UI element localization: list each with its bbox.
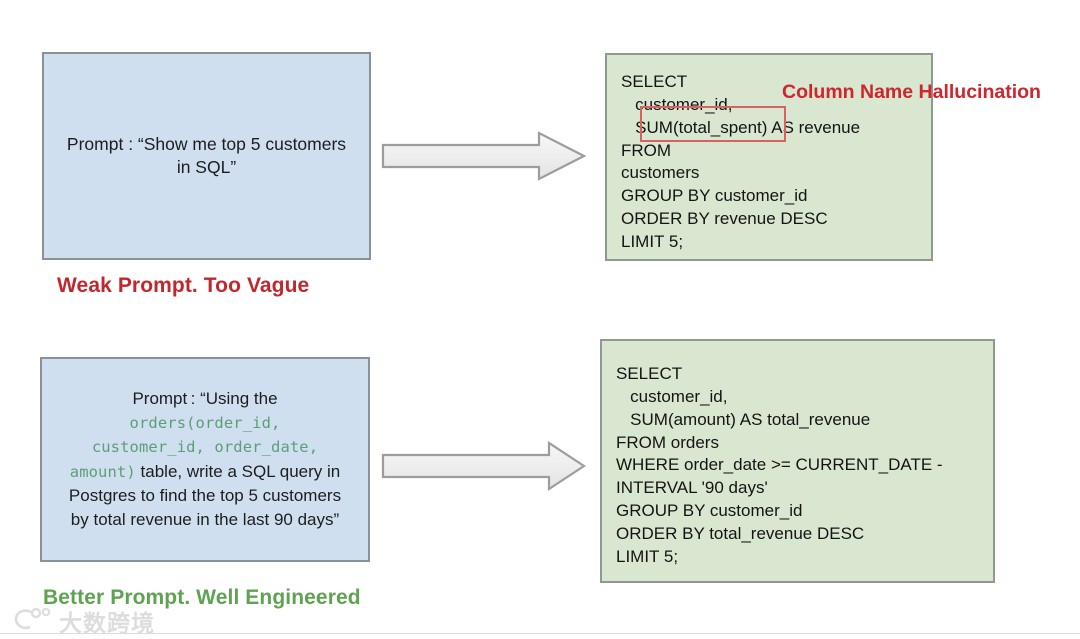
right-arrow-icon-1	[381, 131, 587, 181]
weak-prompt-text: Prompt : “Show me top 5 customers in SQL…	[57, 133, 356, 179]
better-prompt-post-3: by total revenue in the last 90 days”	[70, 509, 340, 529]
watermark-text: 大数跨境	[59, 611, 155, 637]
weak-prompt-line-1: Prompt : “Show me top 5 customers	[66, 133, 347, 154]
weak-prompt-caption: Weak Prompt. Too Vague	[57, 274, 310, 297]
footer-divider	[0, 633, 1080, 634]
weak-sql-code: SELECT customer_id, SUM(total_spent) AS …	[621, 72, 861, 252]
better-prompt-post-2: Postgres to find the top 5 customers	[68, 485, 342, 505]
logo-icon	[14, 606, 54, 637]
better-sql-code: SELECT customer_id, SUM(amount) AS total…	[616, 364, 943, 566]
right-arrow-icon-2	[381, 440, 587, 492]
weak-prompt-line-2: in SQL”	[176, 157, 237, 177]
better-prompt-text: Prompt : “Using the orders(order_id,cust…	[59, 387, 351, 532]
better-prompt-post-1: table, write a SQL query in	[140, 461, 341, 481]
better-prompt-code: orders(order_id,customer_id, order_date,…	[69, 414, 319, 481]
better-prompt-caption: Better Prompt. Well Engineered	[43, 586, 361, 609]
hallucination-annotation: Column Name Hallucination	[782, 81, 1041, 103]
better-prompt-box: Prompt : “Using the orders(order_id,cust…	[40, 357, 370, 562]
better-sql-output-box: SELECT customer_id, SUM(amount) AS total…	[600, 339, 995, 583]
weak-sql-output-box: SELECT customer_id, SUM(total_spent) AS …	[605, 53, 933, 261]
better-prompt-pre: Prompt : “Using the	[132, 389, 278, 409]
watermark: 大数跨境	[14, 604, 155, 638]
weak-prompt-box: Prompt : “Show me top 5 customers in SQL…	[42, 52, 371, 260]
